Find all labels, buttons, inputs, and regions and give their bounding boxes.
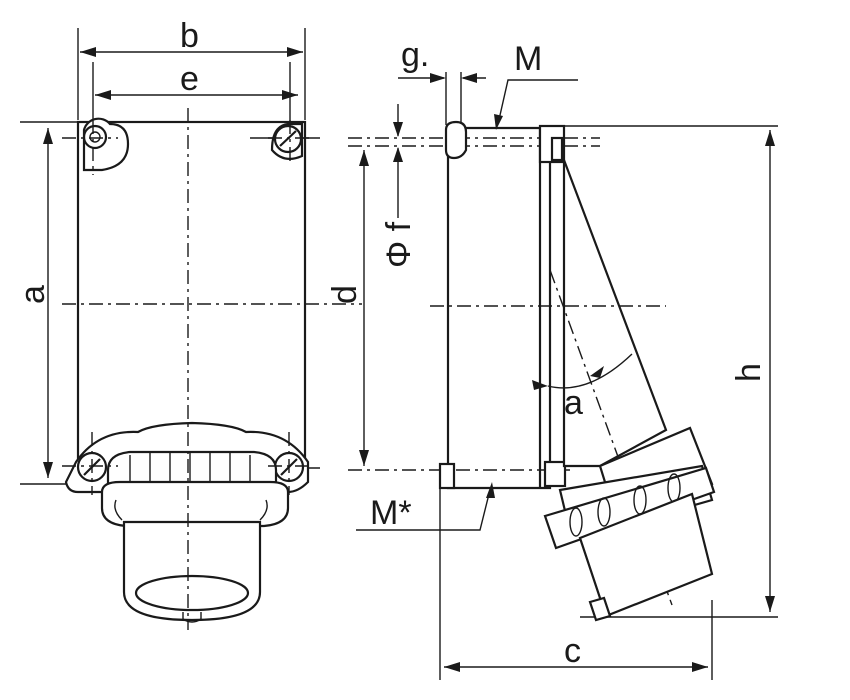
label-c: c <box>564 632 581 670</box>
label-m-top: M <box>514 40 542 78</box>
side-plug-body <box>578 492 714 618</box>
collar <box>100 480 290 528</box>
leader-m-top <box>497 79 578 125</box>
label-d: d <box>326 285 364 304</box>
socket-ring <box>543 466 716 550</box>
side-view: d g. M Φ f a M* h c <box>326 36 778 680</box>
leader-m-star <box>356 489 491 531</box>
label-a-height: a <box>14 285 52 304</box>
label-g: g. <box>401 36 429 74</box>
label-b: b <box>180 17 199 55</box>
box-outline <box>76 120 307 464</box>
label-m-star: M* <box>370 494 412 532</box>
label-angle-a: a <box>564 384 583 422</box>
side-box-outline <box>446 126 552 490</box>
front-view: b e a <box>14 17 362 630</box>
angle-arc <box>547 353 633 389</box>
plug-opening <box>134 574 250 612</box>
side-top-tab <box>444 120 468 160</box>
label-e: e <box>180 60 199 98</box>
label-h: h <box>730 363 768 382</box>
label-phi-f: Φ f <box>380 221 418 268</box>
